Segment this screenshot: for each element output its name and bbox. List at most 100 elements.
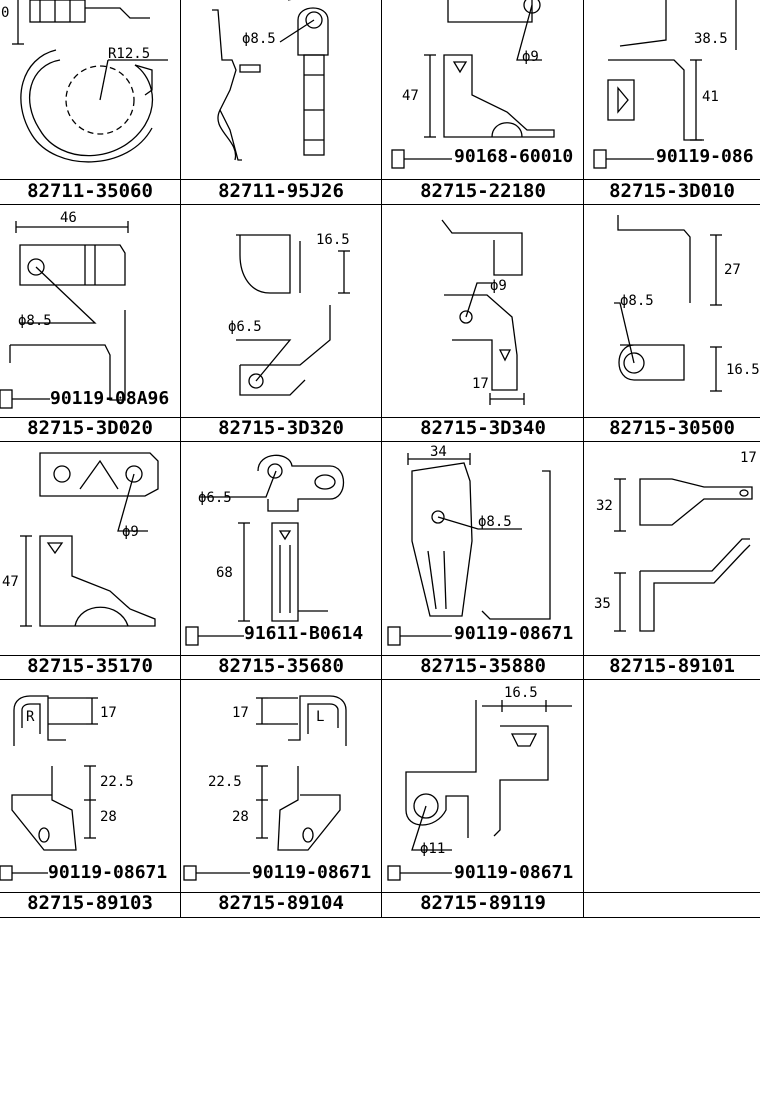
- cell-82715-3D340[interactable]: ϕ9 17: [382, 205, 584, 417]
- bracket-drawing: [0, 221, 129, 409]
- cell-82711-95J26[interactable]: ϕ8.5: [180, 0, 382, 205]
- grid-line: [0, 417, 760, 418]
- bolt-part-number[interactable]: 90119-086: [656, 146, 754, 167]
- part-number[interactable]: 82715-89119: [420, 892, 546, 914]
- dimension-label: 47: [2, 574, 19, 590]
- dimension-label: 0: [1, 5, 10, 21]
- dimension-label: R12.5: [108, 46, 151, 62]
- part-number[interactable]: 82715-35880: [420, 655, 546, 677]
- bracket-drawing: [387, 453, 551, 646]
- dimension-label: 16.5: [504, 685, 538, 701]
- cell-82715-89104[interactable]: 17 L 22.5 28 90119-08671: [180, 680, 382, 893]
- bolt-part-number[interactable]: 90119-08A96: [50, 388, 170, 409]
- dimension-label: 38.5: [694, 31, 728, 47]
- dimension-label: ϕ8.5: [18, 313, 52, 329]
- part-number[interactable]: 82715-3D340: [420, 417, 546, 439]
- dimension-label: 17: [232, 705, 249, 721]
- bolt-part-number[interactable]: 90119-08671: [454, 862, 574, 883]
- grid-line: [0, 655, 760, 656]
- cell-empty: [584, 680, 760, 893]
- grid-line: [0, 892, 760, 893]
- dimension-label: ϕ9: [490, 278, 507, 294]
- part-number[interactable]: 82715-22180: [420, 180, 546, 202]
- dimension-label: ϕ6.5: [198, 490, 232, 506]
- grid-line: [381, 0, 382, 918]
- bolt-part-number[interactable]: 90119-08671: [252, 862, 372, 883]
- cell-82715-3D320[interactable]: 16.5 ϕ6.5: [180, 205, 382, 417]
- dimension-label: R: [26, 709, 35, 725]
- bracket-drawing: [593, 0, 737, 169]
- dimension-label: 22.5: [208, 774, 242, 790]
- part-number[interactable]: 82715-3D320: [218, 417, 344, 439]
- dimension-label: 35: [594, 596, 611, 612]
- dimension-label: ϕ6.5: [228, 319, 262, 335]
- part-number[interactable]: 82715-3D010: [609, 180, 735, 202]
- dimension-label: ϕ9: [522, 49, 539, 65]
- dimension-label: 28: [100, 809, 117, 825]
- part-number[interactable]: 82715-89101: [609, 655, 735, 677]
- dimension-label: 34: [430, 444, 447, 460]
- dimension-label: 27: [724, 262, 741, 278]
- dimension-label: 16.5: [726, 362, 760, 378]
- part-number[interactable]: 82711-35060: [27, 180, 153, 202]
- cell-82715-30500[interactable]: 27 ϕ8.5 16.5: [584, 205, 760, 417]
- bracket-drawing: [391, 0, 555, 169]
- dimension-label: 17: [100, 705, 117, 721]
- grid-line: [0, 204, 760, 205]
- dimension-label: 32: [596, 498, 613, 514]
- grid-line: [0, 917, 760, 918]
- part-number[interactable]: 82711-95J26: [218, 180, 344, 202]
- grid-line: [583, 0, 584, 918]
- dimension-label: 28: [232, 809, 249, 825]
- bracket-drawing: [441, 219, 525, 405]
- dimension-label: ϕ9: [122, 524, 139, 540]
- part-number[interactable]: 82715-30500: [609, 417, 735, 439]
- cell-82715-35880[interactable]: 34 ϕ8.5 90119-08671: [382, 441, 584, 656]
- part-number[interactable]: 82715-89104: [218, 892, 344, 914]
- dimension-label: 68: [216, 565, 233, 581]
- dimension-label: 47: [402, 88, 419, 104]
- cell-82715-22180[interactable]: ϕ9 47 90168-60010: [382, 0, 584, 205]
- bolt-part-number[interactable]: 90119-08671: [454, 623, 574, 644]
- bracket-drawing: [614, 215, 722, 392]
- bracket-drawing: [183, 695, 347, 881]
- cell-82715-35680[interactable]: ϕ6.5 68 91611-B0614: [180, 441, 382, 656]
- dimension-label: ϕ11: [420, 841, 446, 857]
- bracket-drawing: [0, 695, 98, 881]
- bracket-drawing: [212, 0, 329, 161]
- dimension-label: 41: [702, 89, 719, 105]
- part-number[interactable]: 82715-3D020: [27, 417, 153, 439]
- bolt-part-number[interactable]: 91611-B0614: [244, 623, 364, 644]
- bolt-part-number[interactable]: 90168-60010: [454, 146, 574, 167]
- grid-line: [0, 679, 760, 680]
- bracket-drawing: [20, 452, 159, 627]
- bracket-drawing: [387, 700, 572, 881]
- dimension-label: 17: [472, 376, 489, 392]
- grid-line: [0, 179, 760, 180]
- bracket-drawing: [185, 454, 344, 646]
- part-number[interactable]: 82715-89103: [27, 892, 153, 914]
- dimension-label: 46: [60, 210, 77, 226]
- cell-82715-3D020[interactable]: 46 ϕ8.5 90119-08A96: [0, 205, 180, 417]
- cell-82715-89101[interactable]: 17 32 35: [584, 441, 760, 656]
- grid-line: [180, 0, 181, 918]
- bracket-drawing: [614, 478, 753, 632]
- clamp-drawing: [12, 0, 168, 163]
- parts-catalog-sheet: 0 R12.5 82711-35060 ϕ8.5 82711-95J26 ϕ: [0, 0, 760, 918]
- dimension-label: 17: [740, 450, 757, 466]
- cell-82715-35170[interactable]: ϕ9 47: [0, 441, 180, 656]
- cell-82715-89103[interactable]: R 17 22.5 28 90119-08671: [0, 680, 180, 893]
- dimension-label: ϕ8.5: [620, 293, 654, 309]
- dimension-label: ϕ8.5: [242, 31, 276, 47]
- part-number[interactable]: 82715-35680: [218, 655, 344, 677]
- cell-82711-35060[interactable]: 0 R12.5: [0, 0, 180, 205]
- cell-82715-3D010[interactable]: 38.5 41 90119-086: [584, 0, 760, 205]
- dimension-label: 16.5: [316, 232, 350, 248]
- bolt-part-number[interactable]: 90119-08671: [48, 862, 168, 883]
- bracket-drawing: [236, 234, 350, 396]
- dimension-label: L: [316, 709, 325, 725]
- dimension-label: ϕ8.5: [478, 514, 512, 530]
- cell-82715-89119[interactable]: 16.5 ϕ11 90119-08671: [382, 680, 584, 893]
- part-number[interactable]: 82715-35170: [27, 655, 153, 677]
- grid-line: [0, 441, 760, 442]
